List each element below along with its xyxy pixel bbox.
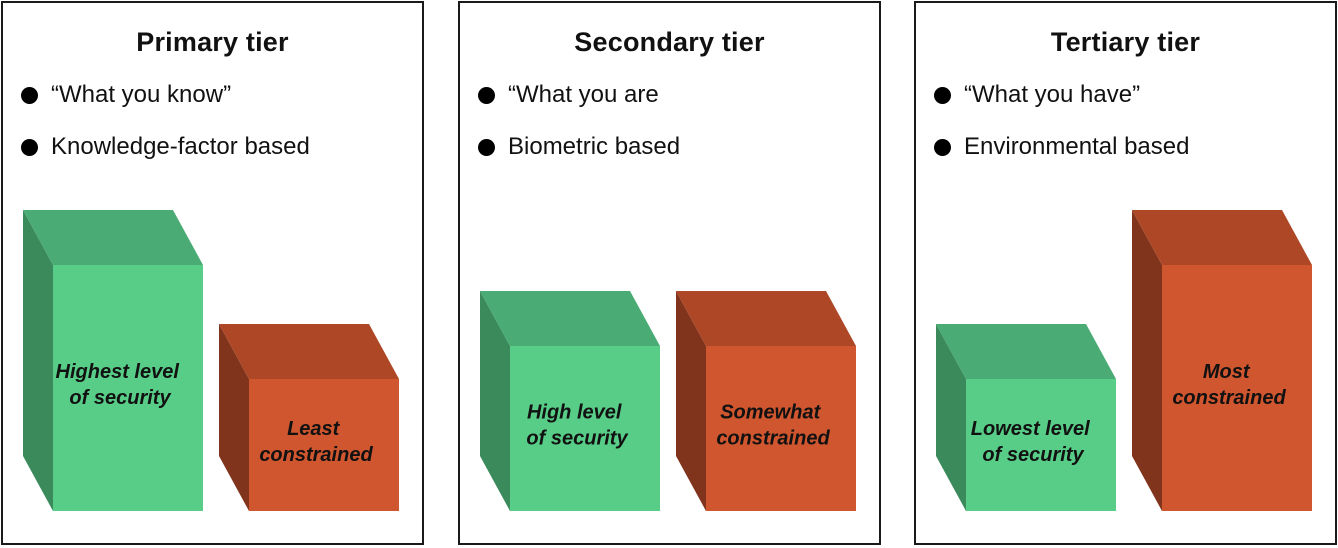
bullet-text: “What you have” <box>964 81 1141 108</box>
bullet-item: Biometric based <box>478 129 680 181</box>
bullet-list: “What you know” Knowledge-factor based <box>21 77 310 181</box>
security-box-side <box>936 324 966 511</box>
security-box-top <box>480 291 660 346</box>
constraint-box-top <box>676 291 856 346</box>
constraint-box: Somewhat constrained <box>676 291 856 511</box>
security-box-label: High level of security <box>526 402 628 450</box>
constraint-box-label: Most constrained <box>1172 361 1286 409</box>
security-box-label: Highest level of security <box>56 361 185 409</box>
bullet-dot-icon <box>478 139 495 156</box>
constraint-box-side <box>219 324 249 511</box>
bullet-list: “What you are Biometric based <box>478 77 680 181</box>
security-box: Lowest level of security <box>936 324 1116 511</box>
bullet-list: “What you have” Environmental based <box>934 77 1189 181</box>
constraint-box-label-line: Somewhat <box>720 402 821 424</box>
constraint-box-front <box>249 379 399 511</box>
constraint-box-side <box>1132 210 1162 511</box>
bullet-dot-icon <box>934 139 951 156</box>
bullet-text: Environmental based <box>964 133 1190 160</box>
security-box-label-line: Lowest level <box>971 418 1090 440</box>
security-box-front <box>966 379 1116 511</box>
security-box-top <box>23 210 203 265</box>
security-box-label: Lowest level of security <box>971 418 1096 466</box>
constraint-box-front <box>706 346 856 511</box>
security-box-top <box>936 324 1116 379</box>
security-box-front <box>53 265 203 511</box>
tier-boxes: Lowest level of security Most constraine… <box>936 210 1312 511</box>
constraint-box-label-line: Most <box>1203 361 1251 383</box>
panel-title: Secondary tier <box>574 27 765 57</box>
constraint-box-label: Least constrained <box>259 418 373 466</box>
panel-tertiary-tier: Tertiary tier “What you have” Environmen… <box>914 1 1337 545</box>
constraint-box-side <box>676 291 706 511</box>
bullet-text: “What you are <box>508 81 659 108</box>
bullet-text: Knowledge-factor based <box>51 133 310 160</box>
security-box-label-line: of security <box>69 387 171 409</box>
panel-primary-tier: Primary tier “What you know” Knowledge-f… <box>1 1 424 545</box>
security-box-label-line: High level <box>527 402 622 424</box>
constraint-box-top <box>1132 210 1312 265</box>
bullet-item: “What you know” <box>21 77 310 129</box>
panel-secondary-tier: Secondary tier “What you are Biometric b… <box>458 1 881 545</box>
bullet-dot-icon <box>21 139 38 156</box>
constraint-box-label: Somewhat constrained <box>716 402 830 450</box>
constraint-box-top <box>219 324 399 379</box>
constraint-box: Most constrained <box>1132 210 1312 511</box>
constraint-box-label-line: constrained <box>1172 387 1286 409</box>
security-box: Highest level of security <box>23 210 203 511</box>
panel-title: Primary tier <box>136 27 289 57</box>
security-box-label-line: of security <box>526 428 628 450</box>
bullet-dot-icon <box>934 87 951 104</box>
security-box-side <box>23 210 53 511</box>
tier-boxes: Highest level of security Least constrai… <box>23 210 399 511</box>
panel-title: Tertiary tier <box>1050 27 1201 57</box>
bullet-item: “What you are <box>478 77 680 129</box>
bullet-text: Biometric based <box>508 133 681 160</box>
security-box: High level of security <box>480 291 660 511</box>
constraint-box-label-line: constrained <box>259 444 373 466</box>
bullet-dot-icon <box>21 87 38 104</box>
bullet-item: “What you have” <box>934 77 1189 129</box>
security-box-front <box>510 346 660 511</box>
bullet-text: “What you know” <box>51 81 232 108</box>
tier-boxes: High level of security Somewhat constrai… <box>480 291 856 511</box>
security-box-side <box>480 291 510 511</box>
bullet-item: Environmental based <box>934 129 1189 181</box>
security-box-label-line: of security <box>982 444 1084 466</box>
constraint-box-label-line: Least <box>287 418 341 440</box>
constraint-box: Least constrained <box>219 324 399 511</box>
bullet-dot-icon <box>478 87 495 104</box>
constraint-box-label-line: constrained <box>716 428 830 450</box>
constraint-box-front <box>1162 265 1312 511</box>
security-box-label-line: Highest level <box>56 361 180 383</box>
bullet-item: Knowledge-factor based <box>21 129 310 181</box>
